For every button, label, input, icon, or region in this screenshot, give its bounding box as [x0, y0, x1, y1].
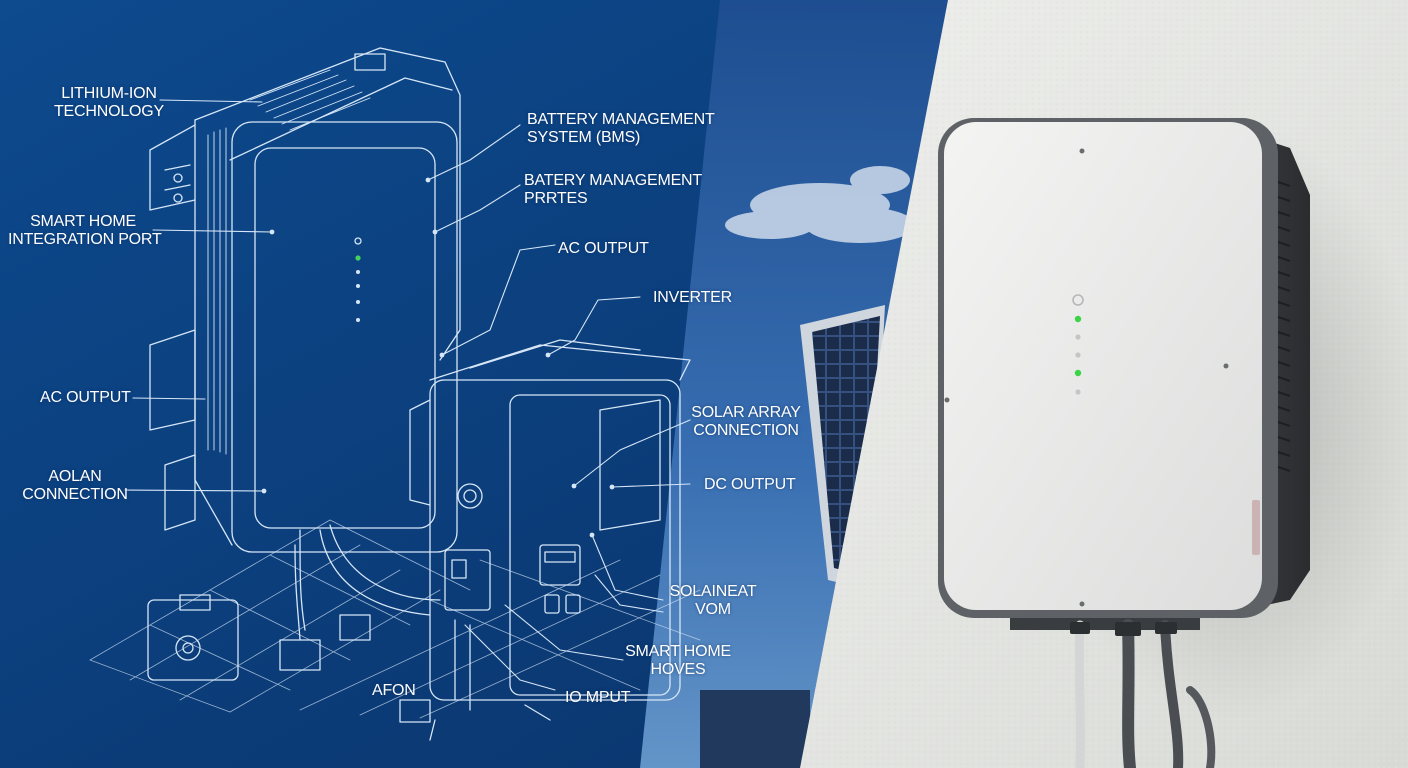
- status-led-column: [354, 237, 362, 322]
- label-lithium-ion-technology: LITHIUM-ION TECHNOLOGY: [53, 85, 165, 120]
- label-aolan-connection: AOLAN CONNECTION: [22, 468, 128, 503]
- device-screw: [1079, 601, 1085, 607]
- label-battery-management-system: BATTERY MANAGEMENT SYSTEM (BMS): [527, 111, 715, 146]
- leader-lines: [124, 99, 691, 691]
- connector-block: [147, 594, 431, 723]
- blueprint-drawing: [89, 47, 701, 741]
- label-smart-home-integration-port: SMART HOME INTEGRATION PORT: [8, 213, 162, 248]
- label-inverter: INVERTER: [653, 289, 733, 306]
- led-off: [1075, 352, 1081, 358]
- device-status-leds: [1072, 294, 1084, 395]
- label-dc-output: DC OUTPUT: [704, 476, 796, 493]
- device-screw: [944, 397, 950, 403]
- label-afon: AFON: [372, 682, 416, 699]
- label-solaineat-vom: SOLAINEAT VOM: [669, 583, 757, 618]
- label-ac-output-left: AC OUTPUT: [40, 389, 131, 406]
- device-front-panel: [944, 122, 1262, 610]
- led-off: [1075, 334, 1081, 340]
- wall-battery-photo: [938, 118, 1408, 768]
- label-io-mput: IO MPUT: [565, 689, 631, 706]
- led-off: [1075, 389, 1081, 395]
- battery-unit-outline: [149, 47, 461, 553]
- cables: [294, 524, 441, 641]
- device-screw: [1079, 148, 1085, 154]
- label-ac-output-right: AC OUTPUT: [558, 240, 649, 257]
- leader-dots: [261, 177, 615, 538]
- inverter-unit-outline: [409, 339, 691, 741]
- side-vents: [1271, 179, 1291, 472]
- label-solar-array-connection: SOLAR ARRAY CONNECTION: [691, 404, 801, 439]
- led-green: [1074, 369, 1082, 377]
- label-battery-management-prtes: BATERY MANAGEMENT PRRTES: [524, 172, 702, 207]
- device-cables: [1074, 619, 1216, 768]
- clouds: [725, 166, 915, 243]
- label-smart-home-hoves: SMART HOME HOVES: [625, 643, 731, 678]
- device-bottom-edge: [1010, 618, 1200, 630]
- heat-sink-fins: [207, 69, 371, 455]
- power-icon: [1072, 294, 1084, 306]
- device-screw: [1223, 363, 1229, 369]
- building-silhouette: [700, 690, 810, 768]
- side-sticker: [1252, 500, 1260, 555]
- cable-glands: [1070, 622, 1177, 636]
- led-green: [1074, 315, 1082, 323]
